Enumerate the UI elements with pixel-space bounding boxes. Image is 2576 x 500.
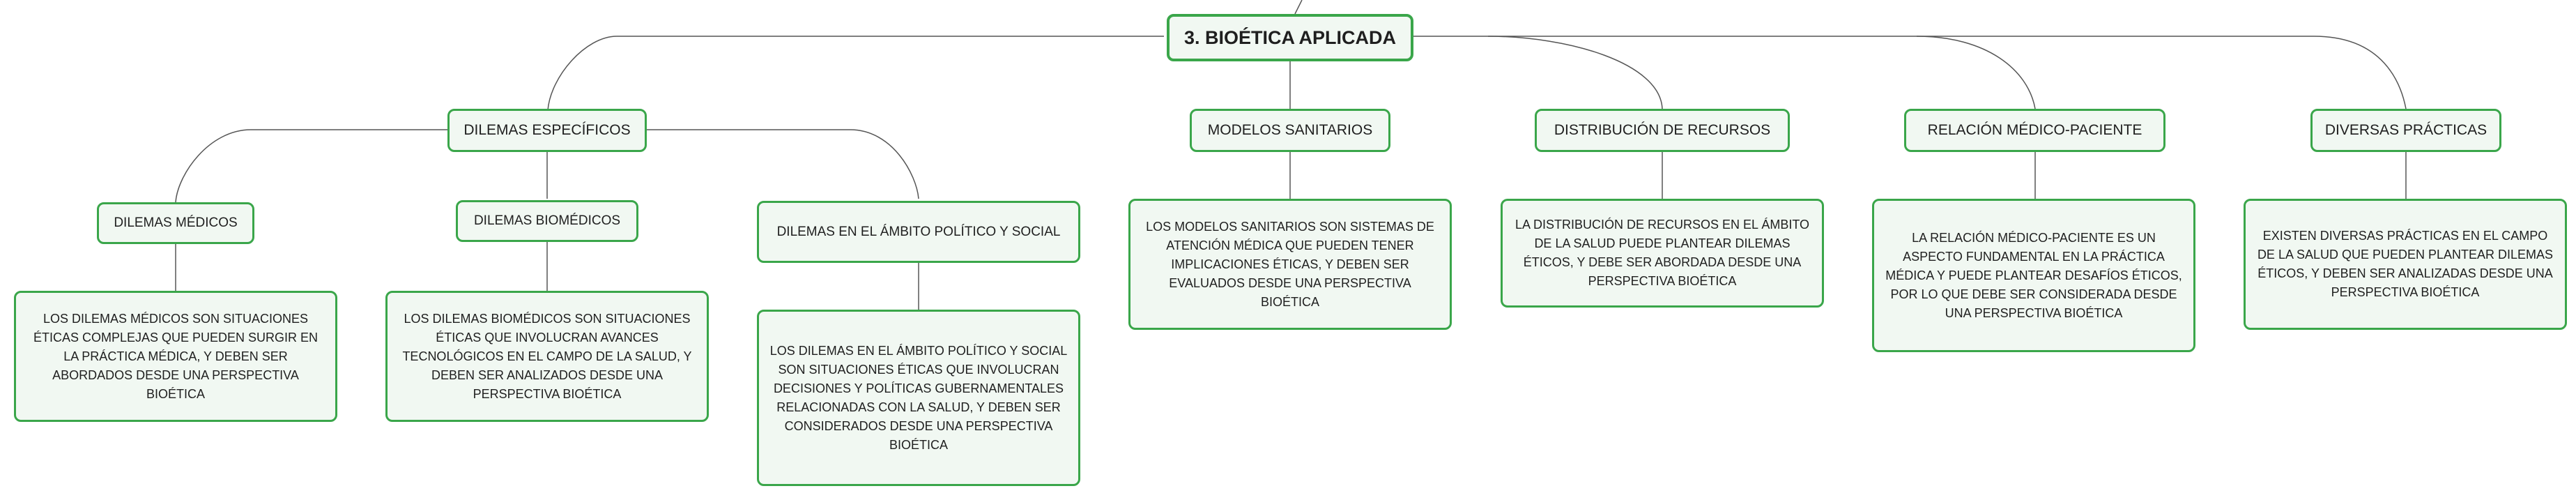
branch-relacion-medico-paciente[interactable]: RELACIÓN MÉDICO-PACIENTE [1904,109,2165,152]
description-relacion-medico-paciente: LA RELACIÓN MÉDICO-PACIENTE ES UN ASPECT… [1872,199,2195,352]
branch-distribucion-recursos[interactable]: DISTRIBUCIÓN DE RECURSOS [1535,109,1790,152]
connector-root-left [547,36,1164,111]
connector-root-practicas [1917,36,2407,109]
subtopic-dilemas-medicos[interactable]: DILEMAS MÉDICOS [97,202,254,244]
description-modelos-sanitarios: LOS MODELOS SANITARIOS SON SISTEMAS DE A… [1128,199,1452,330]
connector-dilemas-politico [647,129,919,199]
connector-root-relacion [1488,36,2036,109]
description-diversas-practicas: EXISTEN DIVERSAS PRÁCTICAS EN EL CAMPO D… [2244,199,2567,330]
description-dilemas-politico-social: LOS DILEMAS EN EL ÁMBITO POLÍTICO Y SOCI… [757,310,1080,486]
branch-modelos-sanitarios[interactable]: MODELOS SANITARIOS [1190,109,1390,152]
branch-dilemas-especificos[interactable]: DILEMAS ESPECÍFICOS [447,109,647,152]
connector-root-distribucion [1413,36,1663,109]
subtopic-dilemas-biomedicos[interactable]: DILEMAS BIOMÉDICOS [456,200,638,242]
connector-dilemas-medicos [175,129,447,203]
description-distribucion-recursos: LA DISTRIBUCIÓN DE RECURSOS EN EL ÁMBITO… [1501,199,1824,308]
description-dilemas-biomedicos: LOS DILEMAS BIOMÉDICOS SON SITUACIONES É… [385,291,709,422]
connector-parent-root [1294,0,1303,15]
subtopic-dilemas-politico-social[interactable]: DILEMAS EN EL ÁMBITO POLÍTICO Y SOCIAL [757,201,1080,263]
branch-diversas-practicas[interactable]: DIVERSAS PRÁCTICAS [2310,109,2501,152]
root-topic[interactable]: 3. BIOÉTICA APLICADA [1167,14,1413,61]
description-dilemas-medicos: LOS DILEMAS MÉDICOS SON SITUACIONES ÉTIC… [14,291,337,422]
